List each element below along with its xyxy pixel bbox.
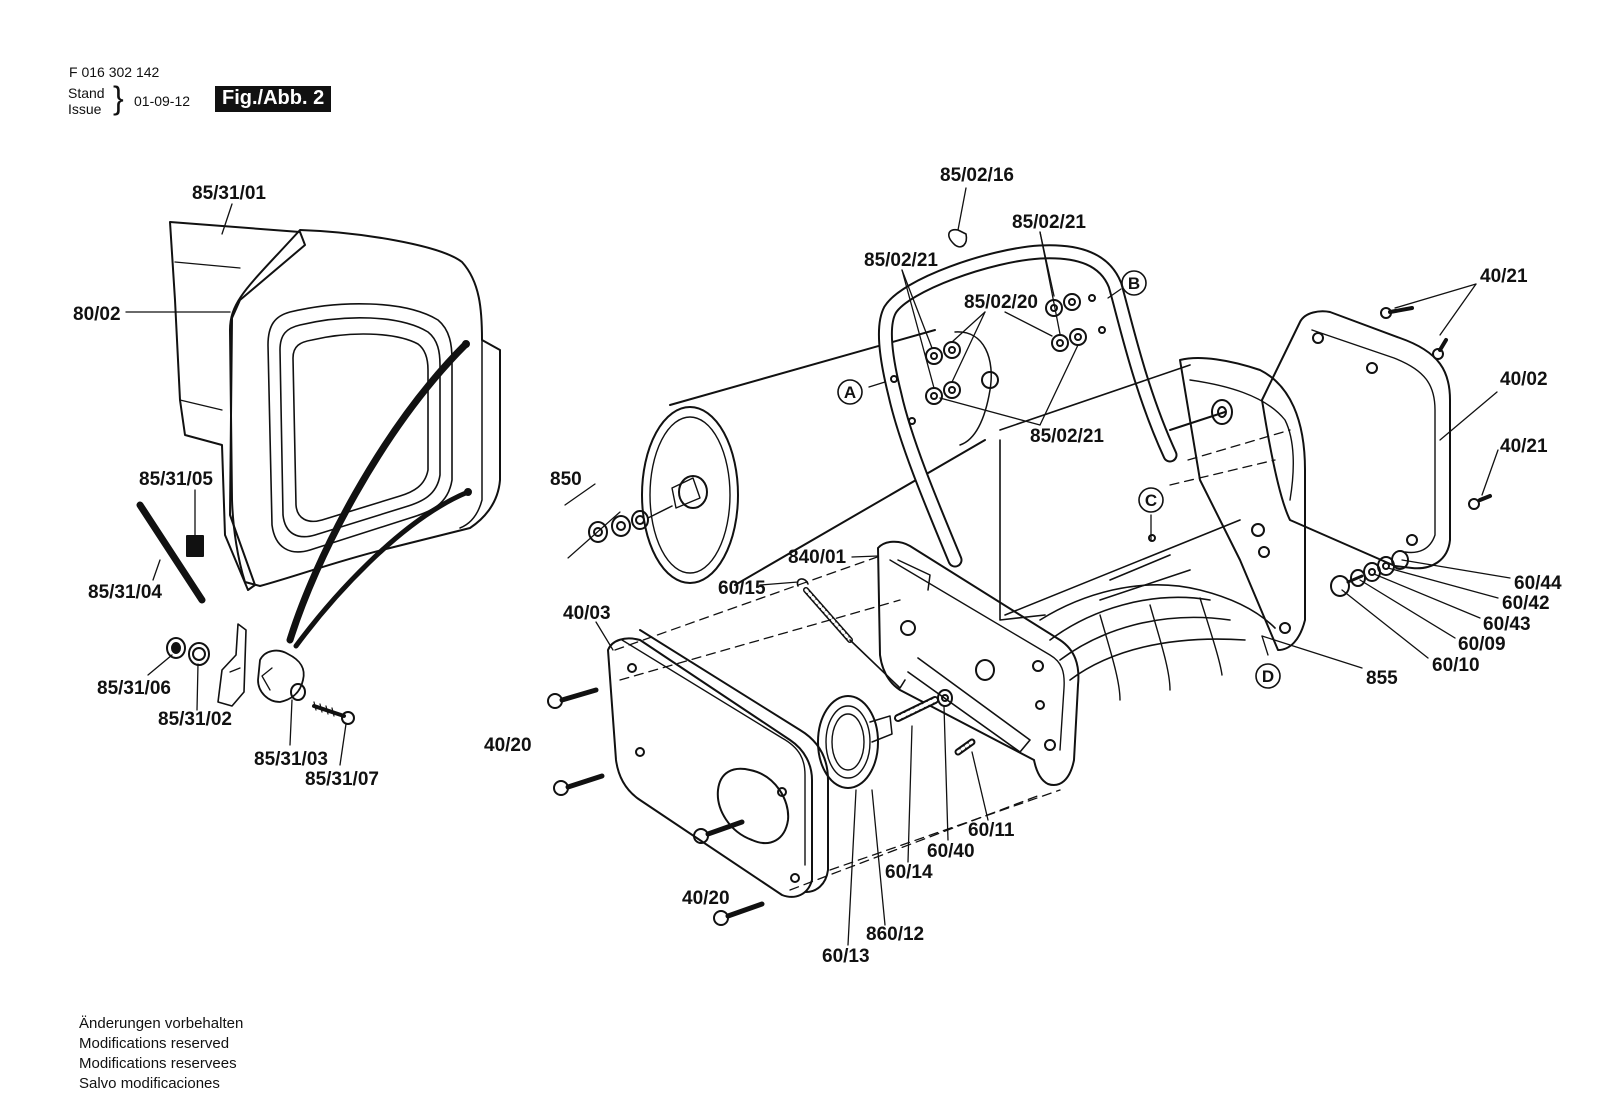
handle-frame-drawing: [877, 228, 1178, 568]
marker-d: D: [1255, 663, 1281, 689]
issue-date: 01-09-12: [134, 93, 191, 109]
marker-a: A: [837, 379, 863, 405]
figure-label: Fig./Abb. 2: [215, 86, 332, 112]
label-840-01: 840/01: [788, 547, 847, 568]
label-40-21-right: 40/21: [1500, 436, 1548, 457]
screws-40-20-drawing: [547, 687, 765, 926]
callout-labels: 85/31/01 80/02 85/31/05 85/31/04 85/31/0…: [73, 165, 1562, 967]
document-number: F 016 302 142: [69, 64, 160, 80]
label-60-40: 60/40: [927, 841, 975, 862]
drive-gear-parts-drawing: [817, 689, 976, 789]
label-855: 855: [1366, 668, 1398, 689]
label-85-02-20: 85/02/20: [964, 292, 1038, 313]
svg-text:A: A: [844, 383, 856, 402]
label-85-31-04: 85/31/04: [88, 582, 162, 603]
side-cover-right-drawing: [1261, 306, 1492, 570]
label-60-11: 60/11: [968, 820, 1015, 841]
side-cover-left-drawing: [607, 629, 829, 898]
spring-60-15-drawing: [796, 578, 906, 689]
brace-glyph: }: [113, 80, 124, 116]
stand-issue-labels: Stand Issue: [68, 85, 105, 117]
grass-box-small-parts: [136, 501, 355, 725]
label-85-02-21-bottom: 85/02/21: [1030, 426, 1104, 447]
marker-c: C: [1138, 487, 1164, 513]
label-40-21-top: 40/21: [1480, 266, 1528, 287]
label-60-10: 60/10: [1432, 655, 1480, 676]
label-60-14: 60/14: [885, 862, 933, 883]
notice-line-en: Modifications reserved: [79, 1035, 230, 1052]
label-40-20-upper: 40/20: [484, 735, 532, 756]
label-80-02: 80/02: [73, 304, 121, 325]
modification-notice: Änderungen vorbehalten Modifications res…: [79, 1014, 243, 1094]
label-85-31-05: 85/31/05: [139, 469, 213, 490]
notice-line-fr: Modifications reservees: [79, 1055, 237, 1072]
svg-text:C: C: [1145, 491, 1157, 510]
leader-lines: [125, 187, 1511, 946]
svg-text:B: B: [1128, 274, 1140, 293]
label-60-15: 60/15: [718, 578, 766, 599]
notice-line-de: Änderungen vorbehalten: [79, 1015, 244, 1032]
grass-box-drawing: [169, 221, 501, 649]
drive-small-parts: [1330, 550, 1409, 597]
label-85-02-21-top: 85/02/21: [1012, 212, 1086, 233]
label-40-02: 40/02: [1500, 369, 1548, 390]
stand-label: Stand: [68, 85, 105, 101]
label-85-31-03: 85/31/03: [254, 749, 328, 770]
housing-drawing: [999, 357, 1306, 701]
assembly-dashed-lines: [614, 429, 1291, 891]
label-860-12: 860/12: [866, 924, 924, 945]
label-85-31-06: 85/31/06: [97, 678, 171, 699]
roller-drawing: [567, 329, 999, 586]
label-85-31-01: 85/31/01: [192, 183, 266, 204]
label-60-44: 60/44: [1514, 573, 1562, 594]
label-60-43: 60/43: [1483, 614, 1531, 635]
notice-line-es: Salvo modificaciones: [79, 1075, 220, 1092]
label-60-42: 60/42: [1502, 593, 1550, 614]
issue-label: Issue: [68, 101, 102, 117]
label-850: 850: [550, 469, 582, 490]
label-60-09: 60/09: [1458, 634, 1506, 655]
label-40-20-lower: 40/20: [682, 888, 730, 909]
svg-text:D: D: [1262, 667, 1274, 686]
gear-bracket-drawing: [877, 540, 1080, 786]
label-85-31-07: 85/31/07: [305, 769, 379, 790]
label-85-02-21-left: 85/02/21: [864, 250, 938, 271]
label-40-03: 40/03: [563, 603, 611, 624]
marker-b: B: [1121, 270, 1147, 296]
label-85-02-16: 85/02/16: [940, 165, 1014, 186]
label-85-31-02: 85/31/02: [158, 709, 232, 730]
label-60-13: 60/13: [822, 946, 870, 967]
